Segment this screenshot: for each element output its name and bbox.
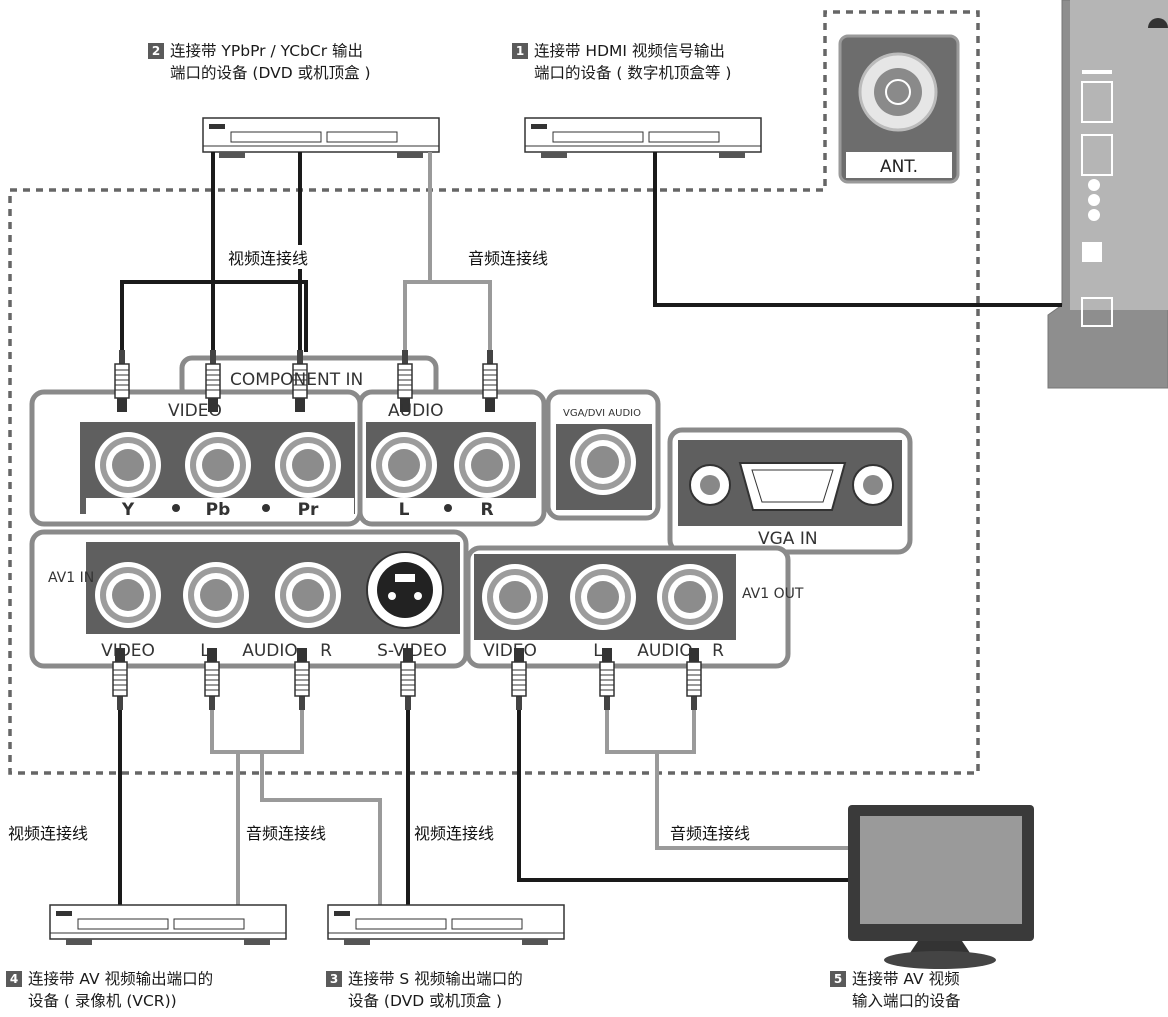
player-2	[202, 117, 440, 159]
device-5-number: 5	[830, 971, 846, 987]
player-3	[327, 904, 565, 946]
audio-cable-label-bl: 音频连接线	[246, 820, 327, 844]
av-audio-cable-a	[210, 710, 304, 754]
out-audio-label: AUDIO	[637, 641, 693, 661]
player-4	[49, 904, 287, 946]
monitor-5	[848, 805, 1034, 969]
device-4-number: 4	[6, 971, 22, 987]
device-1-number: 1	[512, 43, 528, 59]
y-label: Y	[121, 500, 135, 520]
av-out-video-cable	[517, 710, 848, 882]
pb-label: Pb	[206, 500, 231, 520]
device-2-number: 2	[148, 43, 164, 59]
audio-cable-label-top: 音频连接线	[468, 245, 549, 269]
av-l-label: L	[200, 641, 210, 661]
l-label: L	[399, 500, 410, 520]
antenna-label: ANT.	[880, 157, 918, 177]
pr-label: Pr	[298, 500, 319, 520]
video-cable-label-bm: 视频连接线	[414, 820, 495, 844]
tv-side-view	[1047, 0, 1168, 389]
out-r-label: R	[712, 641, 724, 661]
device-3-number: 3	[326, 971, 342, 987]
av-audio-label: AUDIO	[242, 641, 298, 661]
panel-audio-label: AUDIO	[388, 401, 444, 421]
s-video-label: S-VIDEO	[377, 641, 447, 661]
component-in-label: COMPONENT IN	[230, 370, 363, 390]
video-cable-label-bl: 视频连接线	[8, 820, 89, 844]
av-r-label: R	[320, 641, 332, 661]
av1-in-label: AV1 IN	[48, 570, 94, 586]
out-video-label: VIDEO	[483, 641, 537, 661]
s-video-jack	[366, 551, 444, 629]
hdmi-cable	[653, 152, 1062, 307]
av-video-label: VIDEO	[101, 641, 155, 661]
out-l-label: L	[593, 641, 603, 661]
video-cable-label-top: 视频连接线	[228, 245, 309, 269]
audio-cable-label-br: 音频连接线	[670, 820, 751, 844]
vga-connector	[689, 462, 894, 511]
panel-video-label: VIDEO	[168, 401, 222, 421]
player-1	[524, 117, 762, 159]
vga-dvi-audio-label: VGA/DVI AUDIO	[563, 408, 641, 419]
component-audio-cable	[403, 152, 492, 352]
av1-out-label: AV1 OUT	[742, 586, 804, 602]
r-label: R	[480, 500, 493, 520]
av-out-audio-cable	[605, 710, 696, 754]
antenna-port: ANT.	[838, 34, 960, 184]
av-audio-cable-b	[260, 752, 382, 905]
dashed-boundary	[8, 10, 980, 775]
vga-in-label: VGA IN	[758, 529, 818, 549]
